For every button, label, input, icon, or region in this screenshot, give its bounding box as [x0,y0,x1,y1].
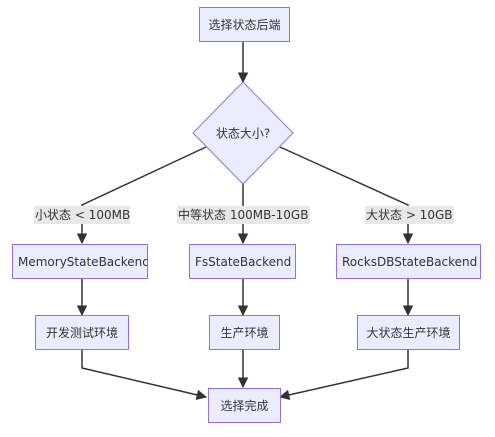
node-fs-state-backend: FsStateBackend [189,244,296,279]
node-prod-env: 生产环境 [209,315,280,350]
node-rocksdb-state-backend: RocksDBStateBackend [336,244,481,279]
node-dev-env: 开发测试环境 [35,315,129,350]
node-start: 选择状态后端 [199,7,290,42]
node-bigprod-env: 大状态生产环境 [357,315,460,350]
node-decision-label: 状态大小? [215,126,271,141]
node-bigprod-label: 大状态生产环境 [366,326,451,340]
edge-label-large: 大状态 > 10GB [365,206,454,224]
node-done-label: 选择完成 [220,399,269,413]
node-prod-label: 生产环境 [220,326,269,340]
node-start-label: 选择状态后端 [208,18,281,32]
node-fs-label: FsStateBackend [195,254,292,269]
node-dev-label: 开发测试环境 [45,326,118,340]
edge-label-medium: 中等状态 100MB-10GB [177,206,310,224]
edge-label-small: 小状态 < 100MB [34,206,130,224]
node-rocks-label: RocksDBStateBackend [342,254,478,269]
edge-decision-to-rocks [279,146,414,245]
node-memory-state-backend: MemoryStateBackend [12,244,148,279]
edge-decision-to-memory [76,146,207,245]
decision-diamond [192,81,294,185]
edge-bigprod-to-done [278,350,409,401]
edge-dev-to-done [81,350,208,400]
node-memory-label: MemoryStateBackend [18,254,148,269]
node-done: 选择完成 [208,388,281,423]
